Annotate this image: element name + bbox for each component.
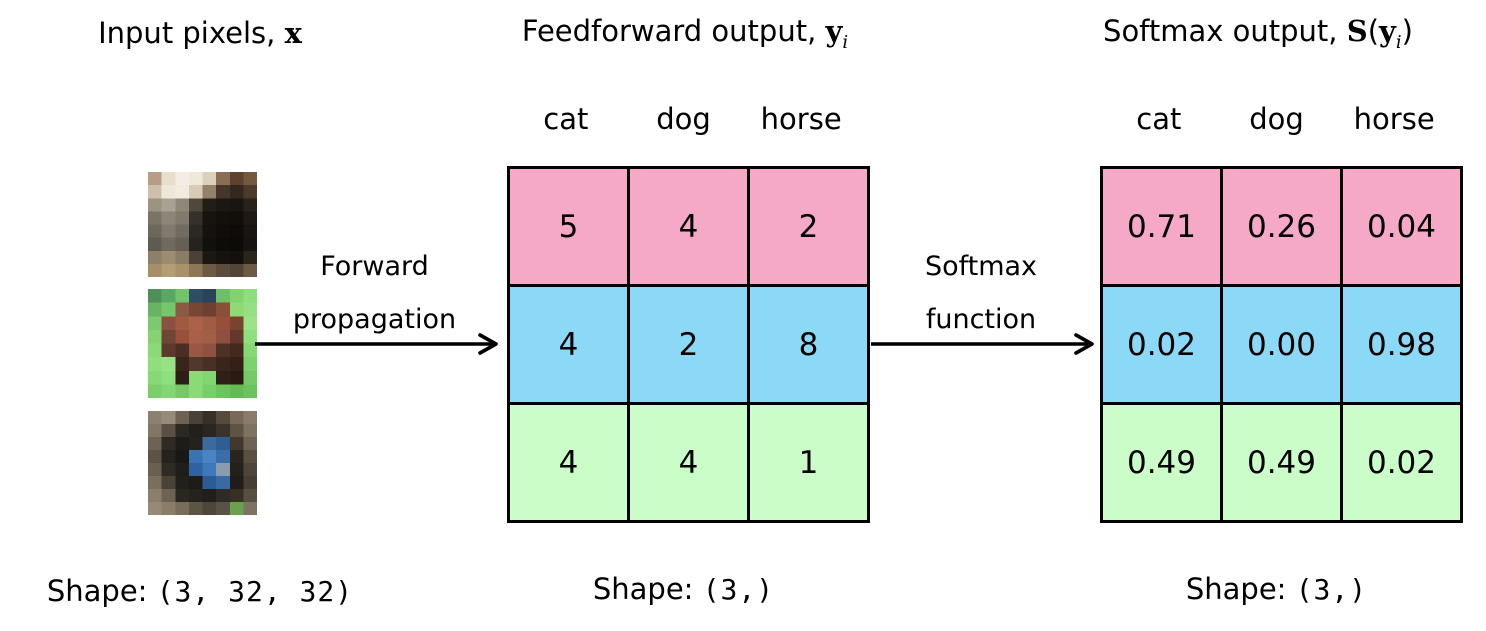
- feedforward-row-cat: 5 4 2: [507, 166, 870, 287]
- softmax-header-horse: horse: [1353, 102, 1435, 136]
- softmax-header-dog: dog: [1249, 102, 1304, 136]
- feedforward-cell: 1: [747, 402, 870, 523]
- softmax-function-label-line2: function: [925, 304, 1037, 335]
- feedforward-cell: 4: [627, 402, 750, 523]
- feedforward-cell: 4: [627, 166, 750, 287]
- softmax-header-cat: cat: [1136, 102, 1182, 136]
- input-pixels-title-text: Input pixels,: [98, 16, 285, 50]
- softmax-title-paren-close: ): [1401, 14, 1413, 48]
- softmax-function-arrow: [871, 333, 1094, 355]
- feedforward-cell: 8: [747, 284, 870, 405]
- softmax-column-headers: cat dog horse: [1100, 102, 1453, 136]
- input-pixels-title: Input pixels, x: [0, 16, 400, 50]
- feedforward-header-cat: cat: [543, 102, 589, 136]
- feedforward-cell: 4: [507, 402, 630, 523]
- softmax-cell: 0.98: [1340, 284, 1463, 405]
- feedforward-table: 5 4 2 4 2 8 4 4 1: [507, 166, 870, 523]
- softmax-row-cat: 0.71 0.26 0.04: [1100, 166, 1463, 287]
- feedforward-title-text: Feedforward output,: [521, 14, 826, 48]
- softmax-title-paren-open: (: [1367, 14, 1380, 48]
- feedforward-cell: 2: [747, 166, 870, 287]
- input-shape-value: (3, 32, 32): [156, 575, 354, 608]
- feedforward-row-dog: 4 4 1: [507, 402, 870, 523]
- softmax-cell: 0.49: [1100, 402, 1223, 523]
- softmax-cell: 0.26: [1220, 166, 1343, 287]
- feedforward-cell: 2: [627, 284, 750, 405]
- softmax-cell: 0.71: [1100, 166, 1223, 287]
- softmax-shape-label: Shape:: [1185, 572, 1287, 606]
- softmax-cell: 0.00: [1220, 284, 1343, 405]
- softmax-function-label-line1: Softmax: [924, 251, 1038, 282]
- horse-input-image: [148, 289, 257, 398]
- feedforward-row-horse: 4 2 8: [507, 284, 870, 405]
- softmax-cell: 0.49: [1220, 402, 1343, 523]
- cat-input-image: [148, 172, 257, 277]
- feedforward-shape-caption: Shape: (3,): [507, 572, 860, 606]
- input-shape-label: Shape:: [46, 574, 148, 608]
- feedforward-title-sub-i: i: [842, 31, 849, 53]
- softmax-title-math-y: y: [1379, 14, 1396, 48]
- feedforward-cell: 5: [507, 166, 630, 287]
- feedforward-title-math-y: y: [825, 14, 843, 48]
- feedforward-header-horse: horse: [760, 102, 842, 136]
- feedforward-cell: 4: [507, 284, 630, 405]
- forward-propagation-arrow: [255, 333, 498, 355]
- softmax-row-horse: 0.02 0.00 0.98: [1100, 284, 1463, 405]
- softmax-title-math-s: S: [1346, 14, 1368, 48]
- softmax-shape-caption: Shape: (3,): [1100, 572, 1453, 606]
- softmax-output-title: Softmax output, S(yi): [1030, 14, 1486, 53]
- softmax-title-sub-i: i: [1395, 31, 1402, 53]
- feedforward-column-headers: cat dog horse: [507, 102, 860, 136]
- forward-propagation-label: Forward propagation: [253, 240, 496, 346]
- softmax-function-label: Softmax function: [868, 240, 1094, 346]
- softmax-row-dog: 0.49 0.49 0.02: [1100, 402, 1463, 523]
- forward-propagation-label-line1: Forward: [320, 251, 429, 282]
- feedforward-header-dog: dog: [656, 102, 711, 136]
- dog-input-image: [148, 411, 257, 515]
- softmax-cell: 0.02: [1100, 284, 1223, 405]
- feedforward-shape-label: Shape:: [592, 572, 694, 606]
- feedforward-output-title: Feedforward output, yi: [455, 14, 915, 53]
- softmax-cell: 0.02: [1340, 402, 1463, 523]
- input-shape-caption: Shape: (3, 32, 32): [0, 574, 400, 608]
- forward-propagation-label-line2: propagation: [292, 304, 457, 335]
- feedforward-shape-value: (3,): [702, 573, 775, 606]
- softmax-cell: 0.04: [1340, 166, 1463, 287]
- softmax-table: 0.71 0.26 0.04 0.02 0.00 0.98 0.49 0.49 …: [1100, 166, 1463, 523]
- input-pixels-title-math-x: x: [284, 16, 302, 50]
- softmax-shape-value: (3,): [1295, 573, 1368, 606]
- softmax-title-text: Softmax output,: [1103, 14, 1347, 48]
